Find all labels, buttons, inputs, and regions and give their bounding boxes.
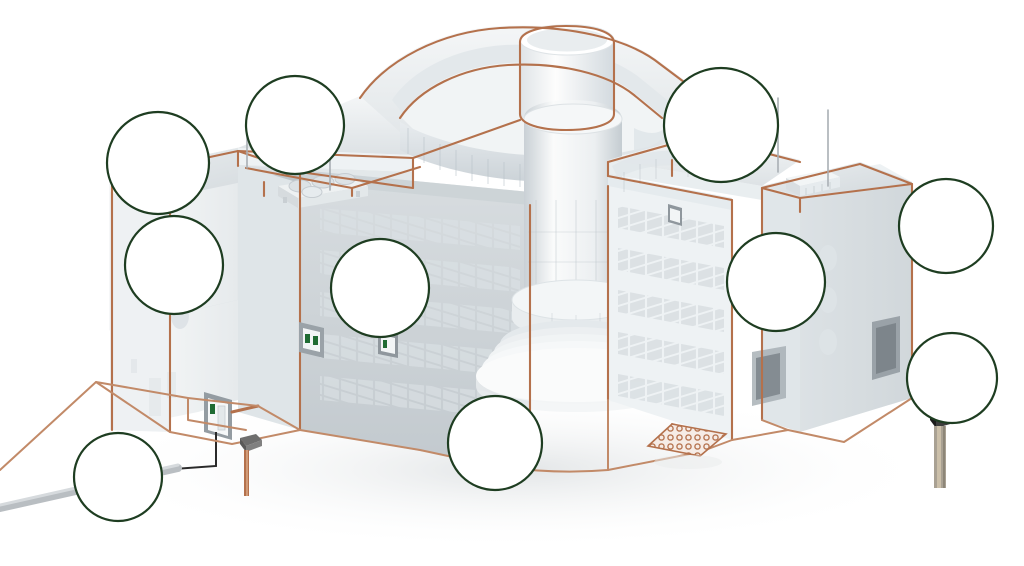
tower-porthole <box>819 329 837 355</box>
inspection-test-box <box>299 322 324 358</box>
callout-green-yellow-cable <box>72 431 164 523</box>
callout-black-sheathed-cable <box>905 331 999 425</box>
inspection-test-box <box>378 330 398 358</box>
rooftop-hvac-unit-right <box>786 170 840 196</box>
callout-green-yellow-tape <box>897 177 995 275</box>
wall-panel-2 <box>167 372 176 398</box>
callout-stranded-copper <box>105 110 211 216</box>
roof-mesh-conductor <box>110 24 914 216</box>
right-facade-block <box>608 134 800 440</box>
tower-porthole <box>819 245 837 271</box>
callout-light-grey-tape <box>446 394 544 492</box>
inspection-test-boxes <box>299 204 682 358</box>
earthing-mesh-plate <box>646 423 728 469</box>
callout-bare-copper-tape <box>329 237 431 339</box>
inspection-test-box <box>668 204 682 226</box>
callout-stainless-tape <box>725 231 827 333</box>
callout-copper-round-bar <box>123 214 225 316</box>
callout-galvanised-steel-tape <box>244 74 346 176</box>
wall-panel <box>149 378 161 416</box>
right-facade-window-grid <box>618 206 724 416</box>
wall-slot <box>131 359 137 373</box>
earth-electrode-rod-left <box>240 434 262 496</box>
